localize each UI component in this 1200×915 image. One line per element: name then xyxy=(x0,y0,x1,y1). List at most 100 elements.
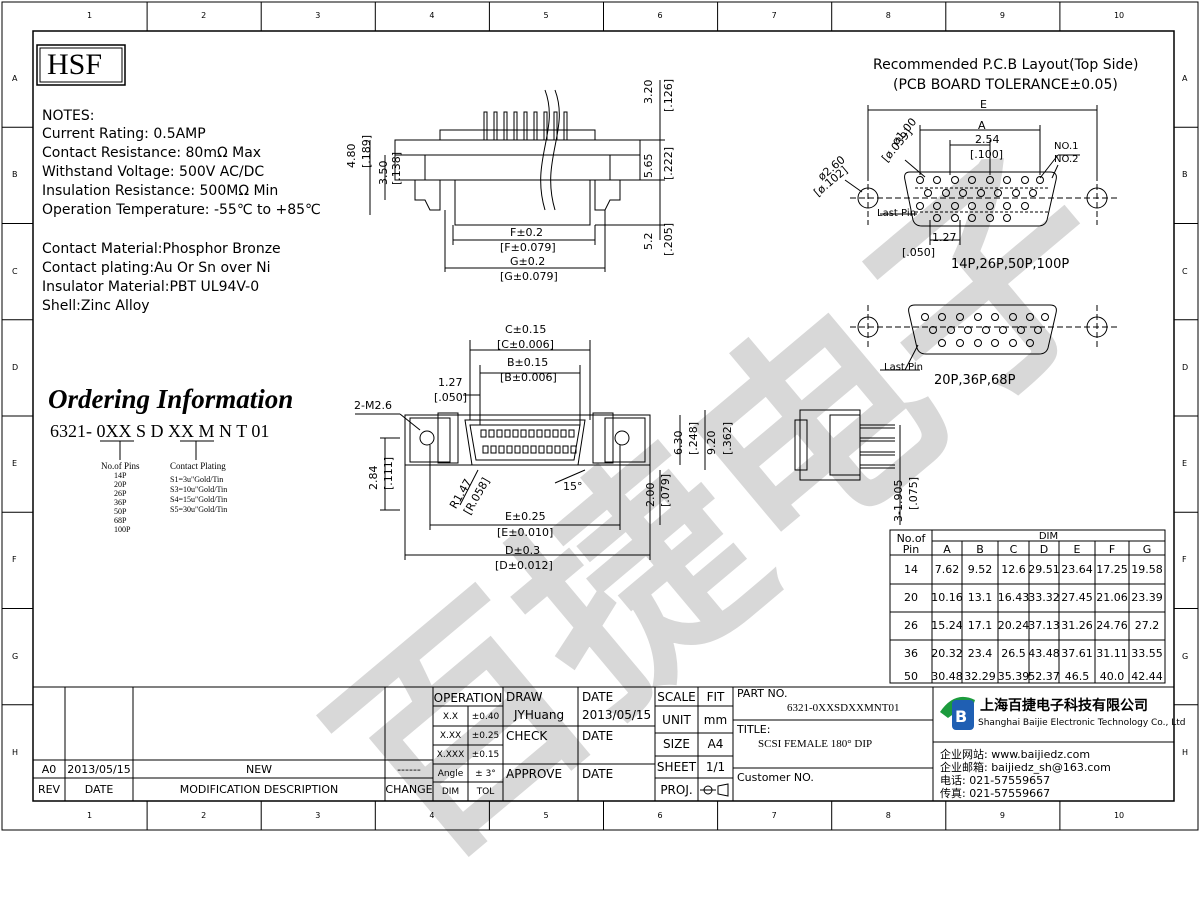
column-label: 4 xyxy=(429,11,435,20)
code-part: M N T 01 xyxy=(194,421,270,441)
row-label: B xyxy=(12,170,18,180)
dim-table-cell: 23.4 xyxy=(967,647,993,660)
dim-label: [F±0.079] xyxy=(500,241,556,254)
pin-option: 100P xyxy=(114,525,131,534)
dim-table-cell: 37.13 xyxy=(1028,619,1060,632)
dim-label: [.126] xyxy=(662,78,675,112)
column-label: 2 xyxy=(201,811,207,820)
dim-label: [.248] xyxy=(687,421,700,455)
dim-table-cell: 33.32 xyxy=(1028,591,1060,604)
dim-label: 5.65 xyxy=(642,153,655,179)
pin-option: 50P xyxy=(114,507,127,516)
unit-label: UNIT xyxy=(662,713,691,727)
fit-label: FIT xyxy=(706,690,725,704)
dim-label: [.100] xyxy=(970,148,1004,161)
column-label: 10 xyxy=(1113,11,1125,20)
company-name-cn: 上海百捷电子科技有限公司 xyxy=(980,698,1148,714)
size-value: A4 xyxy=(707,737,724,751)
dim-table-cell: 13.1 xyxy=(967,591,993,604)
column-label: 1 xyxy=(87,811,93,820)
rev-desc: NEW xyxy=(245,763,273,776)
company-web: 企业网站: www.baijiedz.com xyxy=(940,748,1091,761)
column-label: 9 xyxy=(999,11,1005,20)
title-label: TITLE: xyxy=(737,723,771,736)
size-label: SIZE xyxy=(663,737,690,751)
dim-table-cell: 12.6 xyxy=(1001,563,1026,576)
tol-value: ±0.40 xyxy=(471,712,500,722)
code-part-plating: XX xyxy=(168,421,195,441)
unit-value: mm xyxy=(703,713,728,727)
dim-label: [.205] xyxy=(662,222,675,256)
row-label: D xyxy=(1182,362,1189,372)
note-line: Operation Temperature: -55℃ to +85℃ xyxy=(42,202,321,218)
ordering-code: 6321- 0XX S D XX M N T 01 xyxy=(50,422,269,440)
dim-table-cell: 31.11 xyxy=(1096,647,1128,660)
dim-table-cell: 23.64 xyxy=(1061,563,1093,576)
tol-name: Angle xyxy=(437,769,464,779)
row-label: D xyxy=(12,362,19,372)
row-label: H xyxy=(12,747,19,757)
tol-value: ± 3° xyxy=(475,769,496,779)
mod-header: MODIFICATION DESCRIPTION xyxy=(179,783,339,796)
column-label: 1 xyxy=(87,11,93,20)
plating-option: S5=30u"Gold/Tin xyxy=(170,505,228,514)
row-label: B xyxy=(1182,170,1188,180)
dim-label: 3-1.905 xyxy=(892,479,905,522)
dim-table-col-header: D xyxy=(1039,543,1049,556)
code-part: S D xyxy=(131,421,169,441)
column-label: 9 xyxy=(999,811,1005,820)
draw-label: DRAW xyxy=(506,690,543,704)
pin-option: 14P xyxy=(114,471,127,480)
dim-label: G±0.2 xyxy=(510,255,546,268)
company-logo-mark: B xyxy=(940,696,975,730)
dim-table-cell: 24.76 xyxy=(1096,619,1128,632)
dim-table-cell: 29.51 xyxy=(1028,563,1060,576)
dim-table-cell: 17.1 xyxy=(967,619,993,632)
plating-label: Contact Plating xyxy=(170,461,226,471)
plating-option: S3=10u"Gold/Tin xyxy=(170,485,228,494)
dim-table-cell: 10.16 xyxy=(931,591,963,604)
drawer-name: JYHuang xyxy=(514,708,565,722)
dim-label: D±0.3 xyxy=(505,544,541,557)
dim-label: C±0.15 xyxy=(505,323,547,336)
dim-label: [.111] xyxy=(382,456,395,490)
dim-label: [.079] xyxy=(659,473,672,507)
dim-table-header: Pin xyxy=(902,543,920,556)
tol-value: ±0.15 xyxy=(471,750,500,760)
dim-table-pin: 36 xyxy=(904,647,918,660)
dim-label: NO.1 xyxy=(1054,141,1079,152)
dim-table-cell: 52.37 xyxy=(1028,670,1060,683)
column-label: 8 xyxy=(885,811,891,820)
dim-label: [D±0.012] xyxy=(495,559,553,572)
dim-label: [.050] xyxy=(902,246,936,259)
pcb-title: Recommended P.C.B Layout(Top Side) xyxy=(873,57,1139,73)
company-fax: 传真: 021-57559667 xyxy=(940,787,1051,800)
note-line: Current Rating: 0.5AMP xyxy=(42,126,206,142)
part-no-value: 6321-0XXSDXXMNT01 xyxy=(787,702,900,714)
dim-label: 2-M2.6 xyxy=(354,399,392,412)
customer-label: Customer NO. xyxy=(737,771,814,784)
column-label: 5 xyxy=(543,11,549,20)
date-label: DATE xyxy=(582,729,614,743)
date-header: DATE xyxy=(84,783,114,796)
row-label: G xyxy=(1182,651,1189,661)
dim-table-header: No.of xyxy=(896,532,926,545)
sheet-value: 1/1 xyxy=(705,760,726,774)
dim-table-cell: 7.62 xyxy=(934,563,960,576)
tol-name: X.XXX xyxy=(436,750,465,760)
dim-label: 2.54 xyxy=(975,133,1000,146)
notes-heading: NOTES: xyxy=(42,108,95,124)
note-line: Withstand Voltage: 500V AC/DC xyxy=(42,164,265,180)
company-mail: 企业邮箱: baijiedz_sh@163.com xyxy=(940,761,1111,774)
ordering-title: Ordering Information xyxy=(48,384,294,414)
dim-table-cell: 15.24 xyxy=(931,619,963,632)
dim-label: 2.00 xyxy=(644,482,657,508)
dim-label: [C±0.006] xyxy=(497,338,554,351)
dim-label: 15° xyxy=(563,480,583,493)
dim-label: [G±0.079] xyxy=(500,270,558,283)
date-label: DATE xyxy=(582,767,614,781)
svg-text:B: B xyxy=(955,707,967,726)
pins-label: No.of Pins xyxy=(101,461,140,471)
pcb-label-1: 14P,26P,50P,100P xyxy=(951,257,1070,272)
dim-label: 9.20 xyxy=(705,430,718,456)
